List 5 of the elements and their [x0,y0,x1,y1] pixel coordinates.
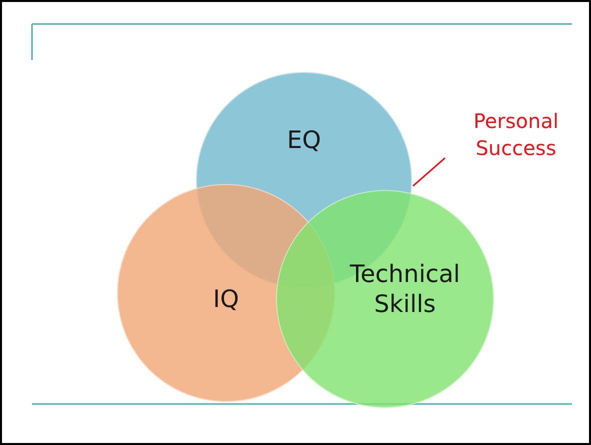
leader-line [412,157,446,187]
callout-text: Personal Success [448,108,584,162]
circle-label: Technical Skills [348,259,462,319]
circle-label: EQ [286,125,322,155]
circle-label: IQ [213,284,239,314]
